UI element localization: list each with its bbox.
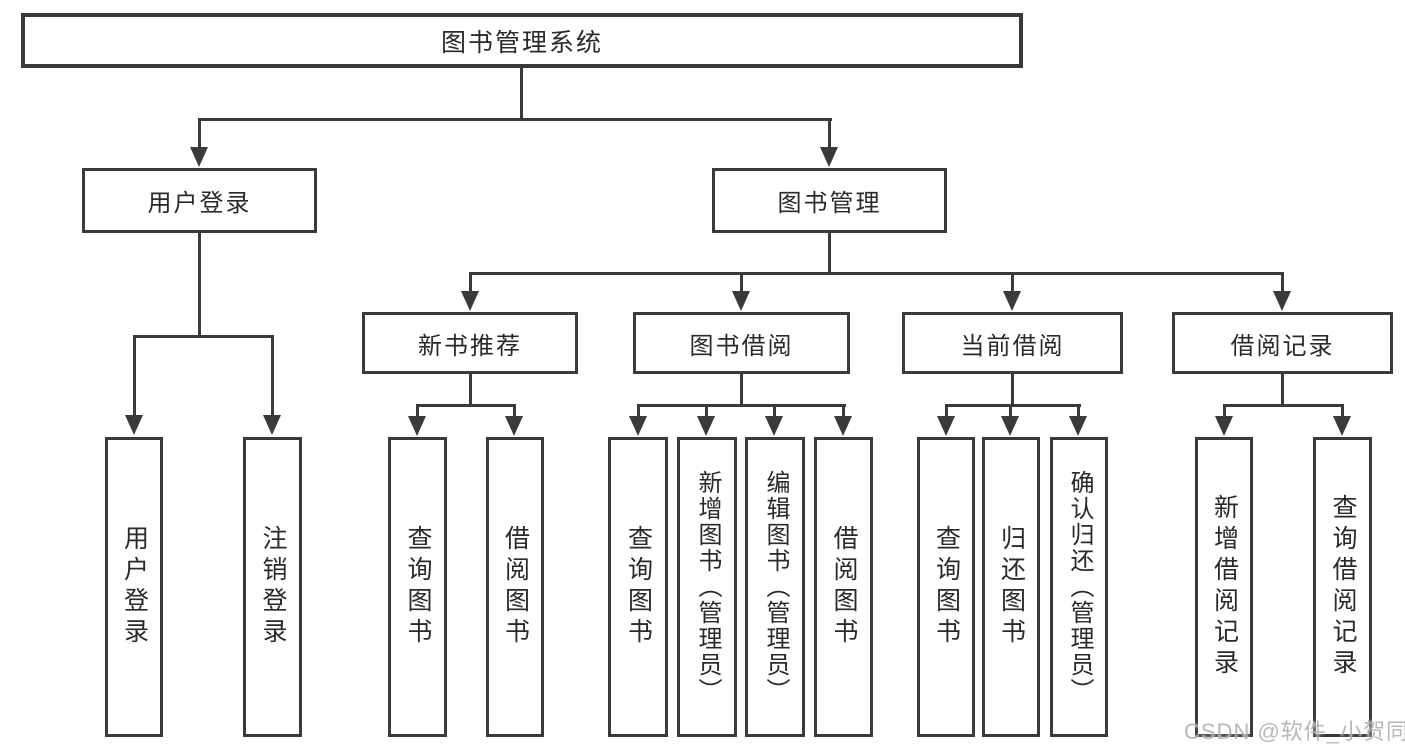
connector-line: [945, 404, 948, 418]
connector-line: [198, 233, 201, 337]
connector-line: [828, 118, 831, 150]
arrow-down-icon: [125, 415, 143, 435]
leaf-label: 归还图书: [997, 525, 1026, 649]
node-book-management: 图书管理: [712, 168, 947, 233]
arrow-down-icon: [1333, 416, 1351, 436]
connector-line: [1009, 404, 1012, 418]
connector-line: [520, 68, 523, 120]
leaf-add-books-admin: 新增图书（管理员）: [677, 437, 737, 737]
leaf-label: 确认归还（管理员）: [1066, 470, 1093, 704]
node-new-book-recommendation: 新书推荐: [362, 312, 578, 374]
connector-line: [469, 374, 472, 407]
connector-line: [1281, 272, 1284, 292]
connector-line: [416, 404, 419, 418]
node-user-login: 用户登录: [82, 168, 317, 233]
leaf-query-books-borrowing: 查询图书: [608, 437, 668, 737]
connector-line: [828, 233, 831, 275]
connector-line: [740, 272, 743, 292]
leaf-label: 借阅图书: [501, 525, 530, 649]
arrow-down-icon: [505, 416, 523, 436]
node-borrowing-records: 借阅记录: [1172, 312, 1393, 374]
connector-line: [133, 335, 274, 338]
leaf-logout: 注销登录: [243, 437, 302, 737]
leaf-label: 查询借阅记录: [1329, 494, 1357, 680]
arrow-down-icon: [732, 291, 750, 311]
connector-line: [513, 404, 516, 418]
node-label: 当前借阅: [960, 332, 1065, 360]
connector-line: [1011, 374, 1014, 407]
connector-line: [1011, 272, 1014, 292]
leaf-label: 查询图书: [624, 525, 653, 649]
arrow-down-icon: [937, 416, 955, 436]
node-label: 图书管理系统: [440, 28, 603, 57]
connector-line: [637, 404, 640, 418]
connector-line: [1077, 404, 1080, 418]
leaf-label: 编辑图书（管理员）: [762, 470, 789, 704]
arrow-down-icon: [697, 416, 715, 436]
leaf-return-books: 归还图书: [982, 437, 1040, 737]
arrow-down-icon: [820, 147, 838, 167]
arrow-down-icon: [1215, 416, 1233, 436]
arrow-down-icon: [1069, 416, 1087, 436]
node-library-management-system: 图书管理系统: [21, 13, 1023, 68]
connector-line: [773, 404, 776, 418]
node-label: 新书推荐: [418, 332, 522, 360]
arrow-down-icon: [629, 416, 647, 436]
node-label: 用户登录: [147, 190, 252, 217]
connector-line: [198, 118, 832, 121]
connector-line: [1223, 404, 1344, 407]
leaf-confirm-return-admin: 确认归还（管理员）: [1050, 437, 1108, 737]
connector-line: [740, 374, 743, 407]
leaf-label: 查询图书: [932, 525, 961, 649]
leaf-query-books-current: 查询图书: [917, 437, 975, 737]
leaf-label: 新增图书（管理员）: [694, 470, 721, 704]
leaf-edit-books-admin: 编辑图书（管理员）: [745, 437, 805, 737]
node-current-borrowing: 当前借阅: [902, 312, 1123, 374]
leaf-label: 查询图书: [404, 525, 432, 649]
connector-line: [469, 272, 472, 292]
leaf-borrow-books-borrowing: 借阅图书: [814, 437, 873, 737]
node-label: 借阅记录: [1230, 332, 1335, 360]
connector-line: [271, 335, 274, 417]
arrow-down-icon: [190, 147, 208, 167]
arrow-down-icon: [263, 415, 281, 435]
leaf-query-books-recommend: 查询图书: [388, 437, 447, 737]
connector-line: [469, 272, 1283, 275]
connector-line: [1341, 404, 1344, 418]
arrow-down-icon: [1001, 416, 1019, 436]
connector-line: [1281, 374, 1284, 407]
leaf-add-borrow-record: 新增借阅记录: [1195, 437, 1253, 737]
arrow-down-icon: [461, 291, 479, 311]
arrow-down-icon: [834, 416, 852, 436]
connector-line: [637, 404, 846, 407]
leaf-query-borrow-record: 查询借阅记录: [1313, 437, 1372, 737]
connector-line: [842, 404, 845, 418]
connector-line: [945, 404, 1081, 407]
leaf-label: 用户登录: [120, 525, 149, 649]
node-label: 图书管理: [777, 190, 882, 217]
arrow-down-icon: [408, 416, 426, 436]
arrow-down-icon: [1003, 291, 1021, 311]
arrow-down-icon: [765, 416, 783, 436]
connector-line: [705, 404, 708, 418]
leaf-user-login: 用户登录: [105, 437, 163, 737]
connector-line: [198, 118, 201, 150]
node-label: 图书借阅: [689, 332, 794, 360]
connector-line: [1223, 404, 1226, 418]
csdn-watermark: CSDN @软件_小贺同学: [1184, 719, 1405, 744]
leaf-label: 新增借阅记录: [1210, 494, 1239, 680]
leaf-label: 注销登录: [259, 525, 287, 649]
arrow-down-icon: [1273, 291, 1291, 311]
leaf-label: 借阅图书: [830, 525, 858, 649]
leaf-borrow-books-recommend: 借阅图书: [486, 437, 544, 737]
connector-line: [416, 404, 516, 407]
connector-line: [133, 335, 136, 417]
node-book-borrowing: 图书借阅: [633, 312, 850, 374]
